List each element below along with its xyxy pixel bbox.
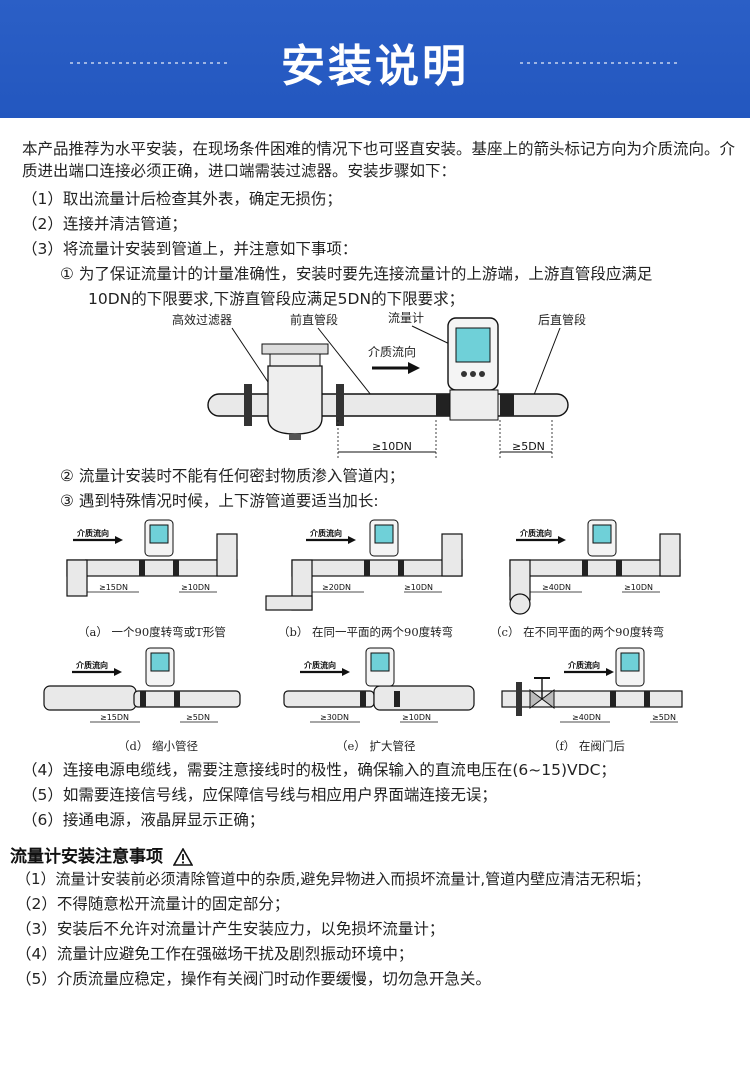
filter-label: 高效过滤器 — [172, 312, 232, 327]
sub-f-dim-down: ≥5DN — [652, 713, 676, 722]
precaution-5: （5）介质流量应稳定，操作有关阀门时动作要缓慢，切勿急开急关。 — [16, 970, 491, 988]
sub-a-dim-down: ≥10DN — [181, 583, 210, 592]
sub-b-dim-down: ≥10DN — [404, 583, 433, 592]
sub-c-caption: （c） 在不同平面的两个90度转弯 — [490, 625, 665, 639]
warning-triangle-icon — [172, 848, 193, 866]
sub-a-dim-up: ≥15DN — [99, 583, 128, 592]
note-1-line-1: ① 为了保证流量计的计量准确性，安装时要先连接流量计的上游端，上游直管段应满足 — [60, 265, 653, 283]
sub-diagram-d: 介质流向 ≥15DN ≥5DN — [43, 647, 241, 723]
precaution-2: （2）不得随意松开流量计的固定部分； — [16, 895, 290, 913]
dimension-upstream: ≥10DN — [372, 440, 412, 453]
precautions-title: 流量计安装注意事项 — [10, 847, 163, 867]
sub-c-dim-down: ≥10DN — [624, 583, 653, 592]
decorative-dots-left — [70, 62, 230, 64]
step-6: （6）接通电源，液晶屏显示正确； — [22, 811, 265, 829]
sub-f-caption: （f） 在阀门后 — [548, 739, 625, 753]
sub-f-flow-label: 介质流向 — [567, 660, 600, 670]
step-4: （4）连接电源电缆线，需要注意接线时的极性，确保输入的直流电压在(6~15)VD… — [22, 761, 616, 779]
sub-e-dim-up: ≥30DN — [320, 713, 349, 722]
decorative-dots-right — [520, 62, 680, 64]
step-1: （1）取出流量计后检查其外表，确定无损伤； — [22, 190, 342, 208]
sub-f-dim-up: ≥40DN — [572, 713, 601, 722]
sub-e-dim-down: ≥10DN — [402, 713, 431, 722]
precaution-1: （1）流量计安装前必须清除管道中的杂质,避免异物进入而损坏流量计,管道内壁应清洁… — [16, 870, 651, 888]
sub-diagram-a: 介质流向 ≥15DN ≥10DN — [66, 519, 238, 597]
sub-c-dim-up: ≥40DN — [542, 583, 571, 592]
sub-e-flow-label: 介质流向 — [303, 660, 336, 670]
note-3: ③ 遇到特殊情况时候，上下游管道要适当加长: — [60, 492, 379, 510]
note-1-line-2: 10DN的下限要求,下游直管段应满足5DN的下限要求； — [88, 290, 465, 308]
sub-d-dim-up: ≥15DN — [100, 713, 129, 722]
precaution-3: （3）安装后不允许对流量计产生安装应力，以免损坏流量计； — [16, 920, 445, 938]
main-installation-diagram: 高效过滤器 前直管段 流量计 后直管段 介质流向 ≥10DN ≥5DN — [172, 311, 586, 458]
sub-b-caption: （b） 在同一平面的两个90度转弯 — [278, 625, 454, 639]
dimension-downstream: ≥5DN — [512, 440, 545, 453]
step-3: （3）将流量计安装到管道上，并注意如下事项： — [22, 240, 358, 258]
precaution-4: （4）流量计应避免工作在强磁场干扰及剧烈振动环境中； — [16, 945, 414, 963]
sub-a-caption: （a） 一个90度转弯或T形管 — [78, 625, 226, 639]
step-5: （5）如需要连接信号线，应保障信号线与相应用户界面端连接无误； — [22, 786, 497, 804]
downstream-label: 后直管段 — [538, 312, 586, 327]
flow-direction-label: 介质流向 — [368, 344, 416, 359]
page-title: 安装说明 — [281, 41, 469, 92]
sub-diagram-c: 介质流向 ≥40DN ≥10DN — [509, 519, 681, 615]
header-banner: 安装说明 — [0, 0, 750, 118]
precautions-heading: 流量计安装注意事项 — [10, 842, 193, 867]
sub-a-flow-label: 介质流向 — [76, 528, 109, 538]
sub-d-caption: （d） 缩小管径 — [118, 739, 199, 753]
sub-c-flow-label: 介质流向 — [519, 528, 552, 538]
meter-label: 流量计 — [388, 311, 424, 325]
note-2: ② 流量计安装时不能有任何密封物质渗入管道内； — [60, 467, 405, 485]
sub-d-dim-down: ≥5DN — [186, 713, 210, 722]
sub-diagram-f: 介质流向 ≥40DN ≥5DN — [501, 647, 683, 723]
sub-d-flow-label: 介质流向 — [75, 660, 108, 670]
sub-b-dim-up: ≥20DN — [322, 583, 351, 592]
intro-paragraph: 本产品推荐为水平安装，在现场条件困难的情况下也可竖直安装。基座上的箭头标记方向为… — [22, 140, 736, 180]
sub-e-caption: （e） 扩大管径 — [336, 739, 416, 753]
upstream-label: 前直管段 — [290, 312, 338, 327]
sub-b-flow-label: 介质流向 — [309, 528, 342, 538]
sub-diagram-e: 介质流向 ≥30DN ≥10DN — [283, 647, 475, 723]
sub-diagram-b: 介质流向 ≥20DN ≥10DN — [265, 519, 463, 611]
step-2: （2）连接并清洁管道； — [22, 215, 187, 233]
